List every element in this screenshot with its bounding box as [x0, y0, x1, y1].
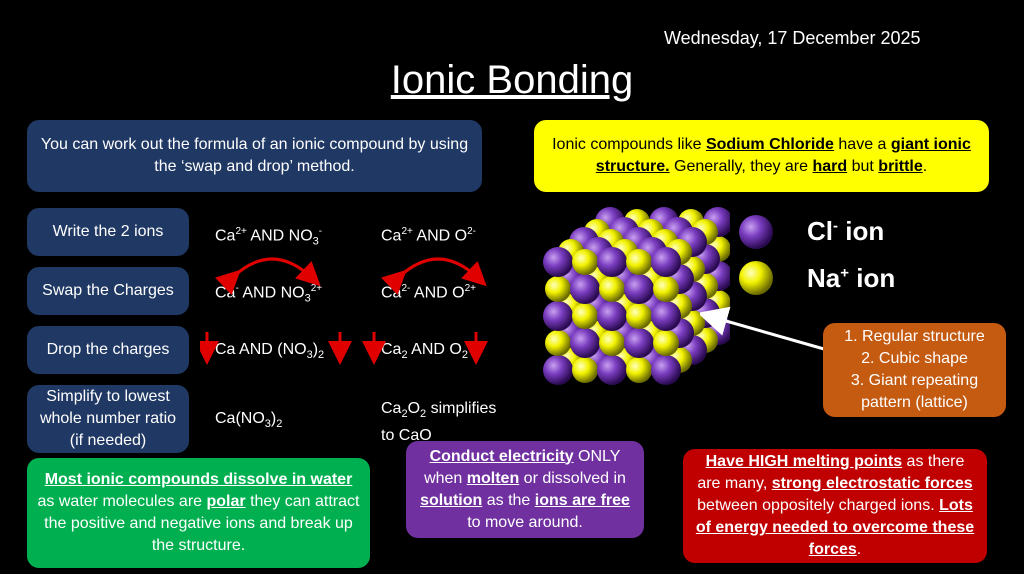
na-ion-ball: [599, 330, 625, 356]
structure-box: Ionic compounds like Sodium Chloride hav…: [534, 120, 989, 192]
swap-arrow-2: [381, 257, 487, 295]
na-ion-ball: [545, 276, 571, 302]
na-ion-ball: [653, 330, 679, 356]
na-ion-ball: [626, 303, 652, 329]
properties-list: 1. Regular structure 2. Cubic shape 3. G…: [829, 326, 1000, 414]
na-ion-ball: [572, 303, 598, 329]
property-item: 1. Regular structure: [844, 328, 985, 345]
cl-ion-ball: [597, 355, 627, 385]
ex2-write: Ca2+ AND O2-: [381, 226, 476, 245]
cl-ion-ball: [624, 328, 654, 358]
page-title: Ionic Bonding: [390, 58, 634, 102]
ex1-simplify: Ca(NO3)2: [215, 410, 283, 431]
na-ion-ball: [572, 249, 598, 275]
cl-ion-ball: [651, 247, 681, 277]
property-item: 2. Cubic shape: [861, 350, 968, 367]
na-ion-ball: [653, 276, 679, 302]
na-ion-ball: [572, 357, 598, 383]
melting-text: Have HIGH melting points as there are ma…: [695, 453, 975, 558]
dissolve-box: Most ionic compounds dissolve in water a…: [27, 458, 370, 568]
cl-ion-ball: [597, 247, 627, 277]
cl-ion-ball: [543, 355, 573, 385]
cl-ion-ball: [570, 274, 600, 304]
cl-ion-icon: [739, 215, 773, 249]
pointer-arrow: [700, 306, 825, 351]
cl-ion-ball: [624, 274, 654, 304]
structure-text: Ionic compounds like Sodium Chloride hav…: [552, 136, 971, 175]
step-simplify: Simplify to lowest whole number ratio (i…: [27, 385, 189, 453]
intro-box: You can work out the formula of an ionic…: [27, 120, 482, 192]
na-ion-icon: [739, 261, 773, 295]
na-ion-ball: [599, 276, 625, 302]
nacl-lattice: [543, 207, 730, 385]
na-ion-ball: [626, 357, 652, 383]
cl-ion-ball: [597, 301, 627, 331]
properties-box: 1. Regular structure 2. Cubic shape 3. G…: [823, 323, 1006, 417]
legend-balls: [739, 215, 773, 295]
legend-cl: Cl- ion: [807, 216, 885, 246]
ex1-write: Ca2+ AND NO3-: [215, 226, 323, 248]
step-write: Write the 2 ions: [27, 208, 189, 256]
arrows-layer: [200, 257, 488, 365]
cl-ion-ball: [543, 301, 573, 331]
property-item: 3. Giant repeating pattern (lattice): [850, 372, 979, 411]
conduct-text: Conduct electricity ONLY when molten or …: [420, 447, 630, 531]
cl-ion-ball: [651, 355, 681, 385]
na-ion-ball: [545, 330, 571, 356]
conduct-box: Conduct electricity ONLY when molten or …: [406, 441, 644, 538]
swap-arrow-1: [215, 257, 321, 295]
date: Wednesday, 17 December 2025: [664, 28, 921, 48]
cl-ion-ball: [651, 301, 681, 331]
melting-box: Have HIGH melting points as there are ma…: [683, 449, 987, 563]
step-swap: Swap the Charges: [27, 267, 189, 315]
intro-text: You can work out the formula of an ionic…: [40, 136, 469, 175]
na-ion-ball: [626, 249, 652, 275]
step-drop: Drop the charges: [27, 326, 189, 374]
dissolve-text: Most ionic compounds dissolve in water a…: [37, 471, 360, 554]
legend-na: Na+ ion: [807, 263, 896, 293]
cl-ion-ball: [543, 247, 573, 277]
cl-ion-ball: [570, 328, 600, 358]
ex1-drop: Ca AND (NO3)2: [215, 341, 325, 362]
